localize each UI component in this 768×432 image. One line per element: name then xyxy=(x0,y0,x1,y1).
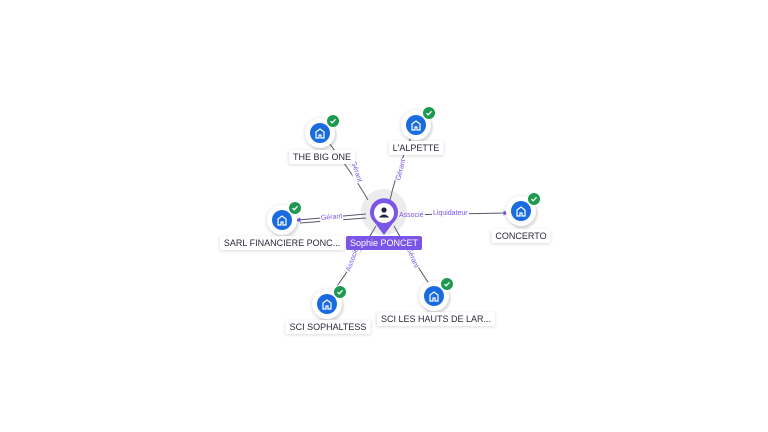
building-icon xyxy=(429,291,439,302)
company-node-sci-sophaltess[interactable] xyxy=(312,285,347,319)
building-icon xyxy=(315,128,325,139)
edge-label-liquidateur-concerto: Liquidateur xyxy=(432,210,469,218)
user-icon xyxy=(378,207,390,218)
edge-label-associe-sarl: Associé xyxy=(398,212,425,220)
check-badge-icon xyxy=(288,201,302,215)
company-label-sci-sophaltess[interactable]: SCI SOPHALTESS xyxy=(285,320,371,334)
company-node-concerto[interactable] xyxy=(506,192,541,226)
company-node-the-big-one[interactable] xyxy=(305,114,340,148)
company-label-the-big-one[interactable]: THE BIG ONE xyxy=(288,150,356,164)
company-node-sarl-financiere[interactable] xyxy=(267,201,302,235)
company-label-lalpette[interactable]: L'ALPETTE xyxy=(388,141,444,155)
company-label-sci-les-hauts[interactable]: SCI LES HAUTS DE LAR... xyxy=(376,312,496,326)
company-label-concerto[interactable]: CONCERTO xyxy=(491,229,551,243)
check-badge-icon xyxy=(440,277,454,291)
company-node-sci-les-hauts[interactable] xyxy=(419,277,454,311)
check-badge-icon xyxy=(527,192,541,206)
building-icon xyxy=(322,299,332,310)
building-icon xyxy=(516,206,526,217)
person-node[interactable] xyxy=(368,196,400,236)
check-badge-icon xyxy=(326,114,340,128)
building-icon xyxy=(277,215,287,226)
check-badge-icon xyxy=(333,285,347,299)
check-badge-icon xyxy=(422,106,436,120)
person-name-label[interactable]: Sophie PONCET xyxy=(345,236,423,250)
building-icon xyxy=(411,120,421,131)
company-node-lalpette[interactable] xyxy=(401,106,436,140)
company-label-sarl-financiere[interactable]: SARL FINANCIERE PONC... xyxy=(219,236,345,250)
